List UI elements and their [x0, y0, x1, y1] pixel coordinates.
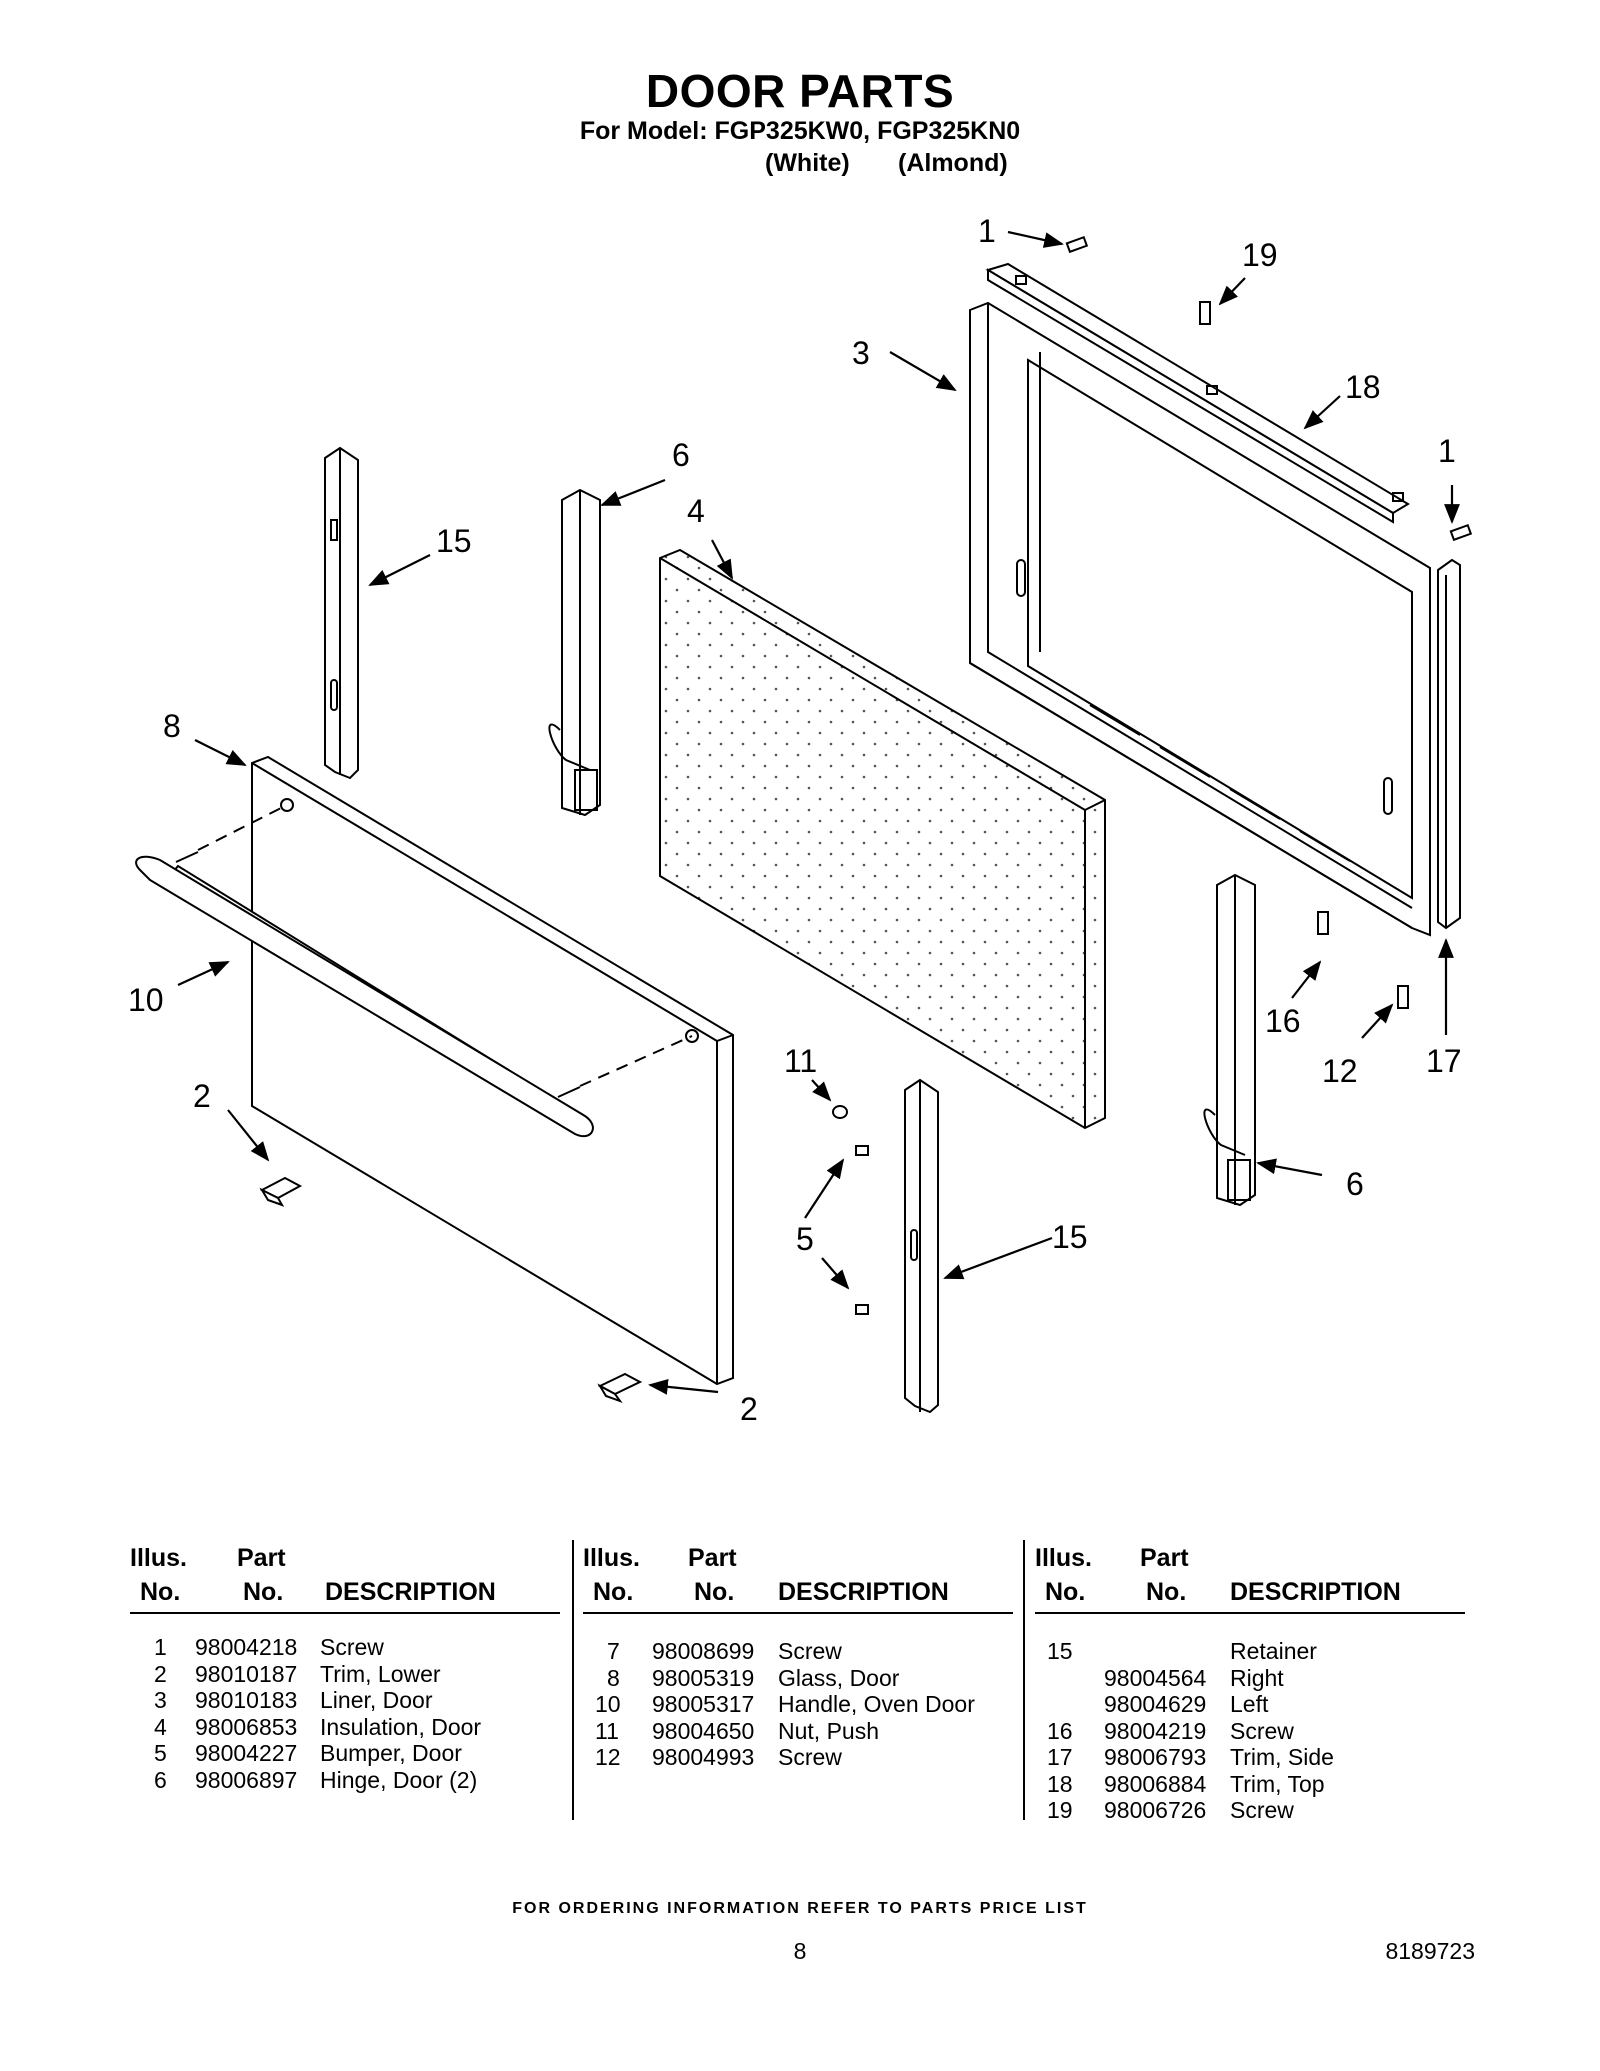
- callout-label: 16: [1265, 1003, 1301, 1039]
- header-illus: Illus.: [1035, 1544, 1092, 1572]
- callout-label: 2: [193, 1078, 211, 1114]
- retainer-right-part: [904, 1078, 939, 1414]
- header-illus-no: No.: [140, 1578, 181, 1606]
- callout-label: 19: [1242, 237, 1278, 273]
- header-illus-no: No.: [593, 1578, 634, 1606]
- callout-label: 5: [796, 1221, 814, 1257]
- header-illus-no: No.: [1045, 1578, 1086, 1606]
- callout-label: 4: [687, 493, 705, 529]
- retainer-left-part: [324, 446, 359, 780]
- exploded-parts-diagram: 1 19 3 18 1 6 15 4 8 10 11 16 12 17 2 5 …: [128, 213, 1473, 1427]
- column-divider: [1023, 1540, 1025, 1820]
- callout-label: 1: [1438, 433, 1456, 469]
- callout-label: 6: [1346, 1166, 1364, 1202]
- variant-white: (White): [765, 149, 850, 177]
- callout-label: 17: [1426, 1043, 1462, 1079]
- page-number: 8: [793, 1938, 807, 1964]
- callout-label: 1: [978, 213, 996, 249]
- header-part-no: No.: [243, 1578, 284, 1606]
- callout-label: 15: [436, 523, 472, 559]
- fasteners: [832, 235, 1473, 1315]
- leader-arrows: [177, 230, 1460, 1395]
- document-number: 8189723: [1385, 1938, 1475, 1964]
- header-illus: Illus.: [583, 1544, 640, 1572]
- callout-label: 11: [784, 1043, 817, 1079]
- variant-almond: (Almond): [898, 149, 1008, 177]
- header-part-no: No.: [694, 1578, 735, 1606]
- callout-label: 3: [852, 335, 870, 371]
- callout-label: 18: [1345, 369, 1381, 405]
- callout-label: 8: [163, 708, 181, 744]
- page-title: DOOR PARTS: [645, 65, 955, 117]
- lower-trim-part: [259, 1176, 643, 1404]
- header-part: Part: [1140, 1544, 1189, 1572]
- table-header: Illus. No. Part No. DESCRIPTION: [130, 1540, 560, 1614]
- side-trim-part: [1437, 558, 1461, 930]
- callout-labels: 1 19 3 18 1 6 15 4 8 10 11 16 12 17 2 5 …: [128, 213, 1462, 1427]
- door-insulation-part: [659, 548, 1106, 1130]
- header-part: Part: [688, 1544, 737, 1572]
- door-liner-part: [969, 301, 1431, 937]
- oven-door-handle-part: [135, 804, 693, 1137]
- header-description: DESCRIPTION: [1230, 1578, 1401, 1606]
- top-trim-part: [985, 262, 1410, 524]
- model-subtitle: For Model: FGP325KW0, FGP325KN0: [579, 117, 1021, 145]
- hinge-upper-part: [548, 488, 601, 817]
- ordering-note: FOR ORDERING INFORMATION REFER TO PARTS …: [512, 1900, 1088, 1917]
- header-part-no: No.: [1146, 1578, 1187, 1606]
- callout-label: 2: [740, 1391, 758, 1427]
- callout-label: 15: [1052, 1219, 1088, 1255]
- table-header: Illus. No. Part No. DESCRIPTION: [1035, 1540, 1465, 1614]
- column-divider: [572, 1540, 574, 1820]
- header-part: Part: [237, 1544, 286, 1572]
- header-illus: Illus.: [130, 1544, 187, 1572]
- callout-label: 6: [672, 437, 690, 473]
- header-description: DESCRIPTION: [325, 1578, 496, 1606]
- callout-label: 12: [1322, 1053, 1358, 1089]
- callout-label: 10: [128, 982, 164, 1018]
- table-header: Illus. No. Part No. DESCRIPTION: [583, 1540, 1013, 1614]
- header-description: DESCRIPTION: [778, 1578, 949, 1606]
- hinge-lower-part: [1203, 873, 1256, 1207]
